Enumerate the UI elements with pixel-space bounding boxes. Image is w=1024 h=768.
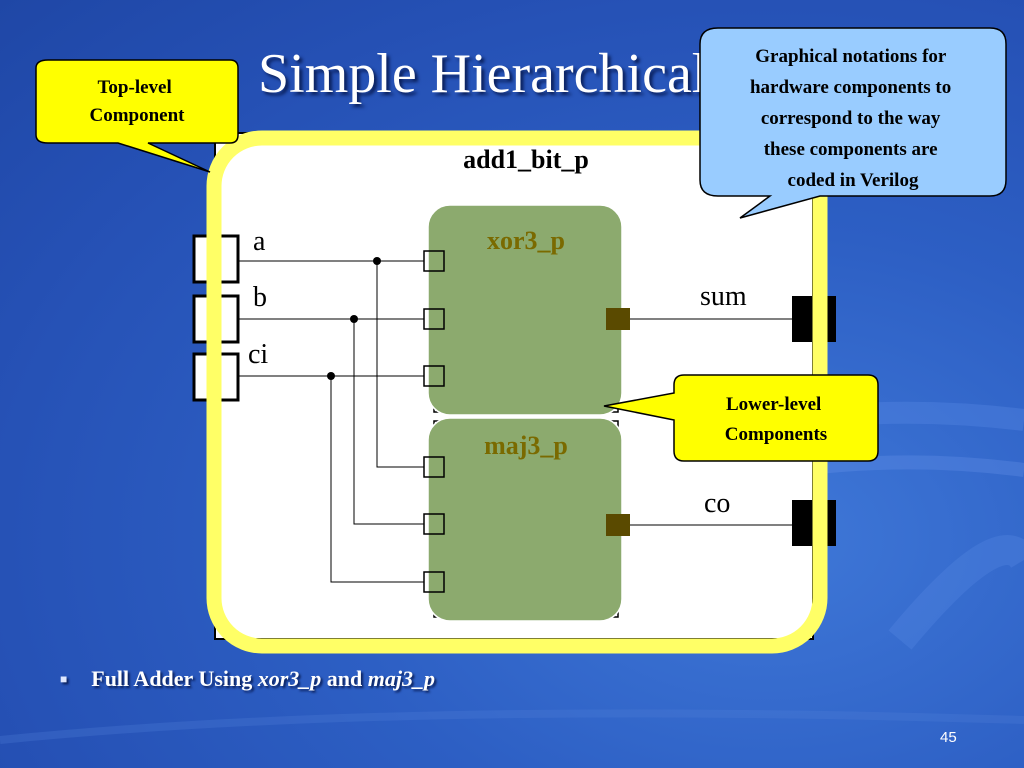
- bullet-item: ■ Full Adder Using xor3_p and maj3_p: [60, 666, 435, 692]
- output-label-co: co: [704, 488, 730, 519]
- bullet-item2: maj3_p: [367, 666, 436, 691]
- xor3-out-port: [606, 308, 630, 330]
- notations-callout: [699, 27, 1007, 219]
- xor3-in-port: [423, 308, 445, 330]
- maj3-label: maj3_p: [484, 431, 568, 460]
- notations-callout-line2: hardware components to: [750, 77, 951, 98]
- page-number: 45: [940, 729, 957, 746]
- input-label-ci: ci: [248, 339, 268, 370]
- notations-callout-line1: Graphical notations for: [755, 46, 947, 67]
- xor3-in-port: [423, 250, 445, 272]
- xor3-in-port: [423, 365, 445, 387]
- svg-text:Lower-level Components: Lower-level Components: [725, 394, 827, 445]
- bullet-joiner: and: [321, 666, 368, 691]
- bullet-square-icon: ■: [60, 672, 68, 686]
- wiring: [238, 260, 792, 583]
- notations-callout-line3: correspond to the way: [761, 108, 941, 129]
- maj3-in-port: [423, 571, 445, 593]
- top-level-callout-line1: Top-level: [98, 77, 172, 98]
- top-level-callout: [35, 59, 239, 173]
- lower-level-callout-line1: Lower-level: [726, 394, 821, 415]
- xor3-label: xor3_p: [487, 226, 565, 255]
- maj3-in-port: [423, 513, 445, 535]
- junction-dot: [373, 257, 381, 265]
- bullet-item1: xor3_p: [257, 666, 322, 691]
- input-label-b: b: [253, 282, 267, 313]
- maj3-out-port: [606, 514, 630, 536]
- top-level-callout-line2: Component: [89, 105, 185, 126]
- svg-text:Top-level Component: Top-level Component: [89, 77, 185, 126]
- notations-callout-line5: coded in Verilog: [788, 170, 919, 191]
- bullet-prefix: Full Adder Using: [91, 666, 258, 691]
- input-label-a: a: [253, 226, 266, 257]
- maj3-in-port: [423, 456, 445, 478]
- svg-text:Graphical notations for ha: Graphical notations for hardware compone…: [750, 46, 956, 191]
- top-component-label: add1_bit_p: [463, 145, 589, 174]
- junction-dot: [327, 372, 335, 380]
- output-label-sum: sum: [700, 281, 747, 312]
- junction-dot: [350, 315, 358, 323]
- lower-level-callout-line2: Components: [725, 424, 827, 445]
- lower-level-callout: [603, 374, 879, 462]
- notations-callout-line4: these components are: [764, 139, 938, 160]
